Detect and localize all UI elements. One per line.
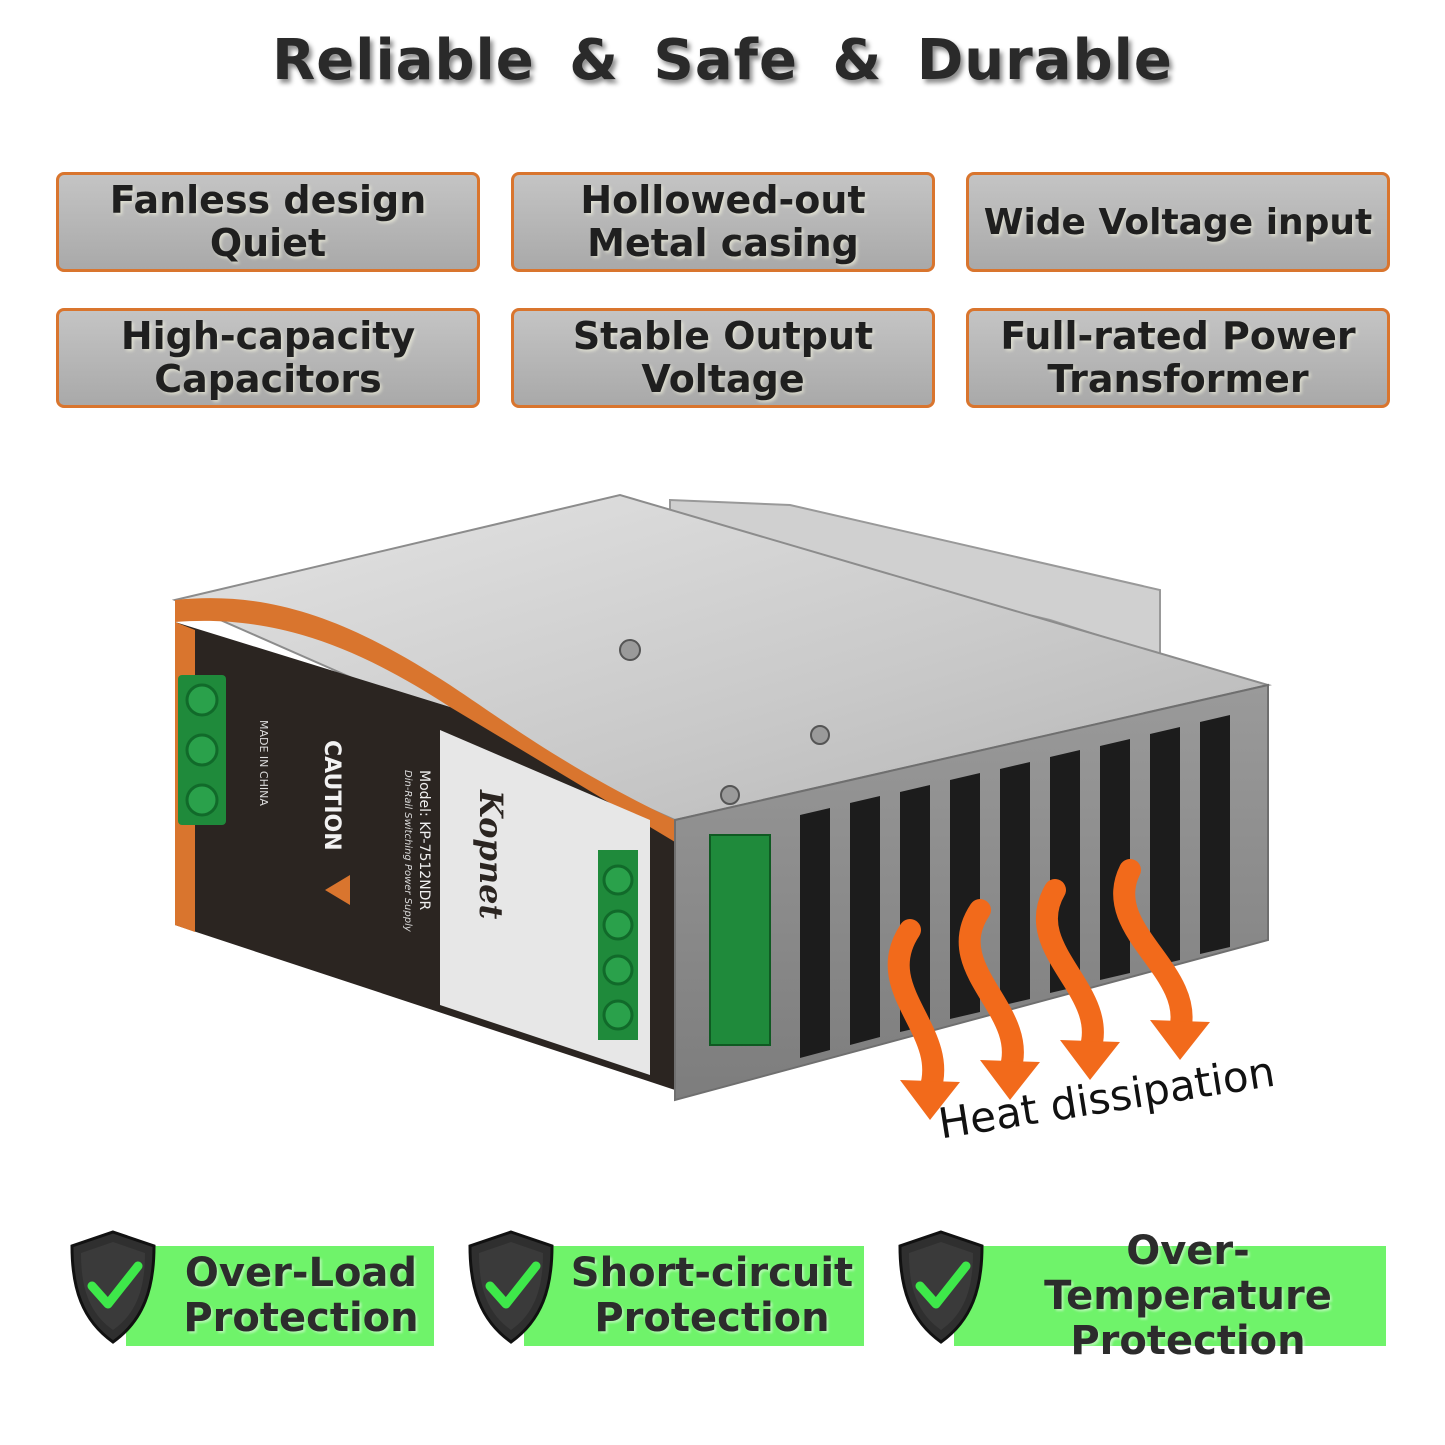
shield-check-icon <box>468 1230 554 1344</box>
protection-label: Over-Load Protection <box>183 1250 419 1341</box>
feature-label: Full-rated Power Transformer <box>1000 314 1356 401</box>
protection-background <box>524 1246 864 1346</box>
subtitle-text: Din-Rail Switching Power Supply <box>402 770 413 933</box>
feature-label: Hollowed-out Metal casing <box>580 178 866 265</box>
made-in-text: MADE IN CHINA <box>257 720 270 806</box>
brand-logo-text: Kopnet <box>472 789 510 919</box>
protection-label: Short-circuit Protection <box>570 1250 854 1341</box>
feature-stable-output: Stable Output Voltage <box>511 308 935 408</box>
feature-capacitors: High-capacity Capacitors <box>56 308 480 408</box>
protection-over-temperature: Over-Temperature Protection <box>894 1227 1388 1364</box>
feature-label: Stable Output Voltage <box>572 314 874 401</box>
protection-over-load: Over-Load Protection <box>66 1228 436 1348</box>
shield-check-icon <box>898 1230 984 1344</box>
feature-fanless: Fanless design Quiet <box>56 172 480 272</box>
feature-metal-casing: Hollowed-out Metal casing <box>511 172 935 272</box>
power-supply-illustration: Kopnet CAUTION Model: KP-7512NDR Din-Rai… <box>171 493 1272 1120</box>
feature-wide-voltage: Wide Voltage input <box>966 172 1390 272</box>
feature-label: Wide Voltage input <box>983 201 1373 243</box>
protection-background <box>954 1246 1386 1346</box>
model-text: Model: KP-7512NDR <box>416 770 432 910</box>
protection-short-circuit: Short-circuit Protection <box>464 1228 866 1348</box>
headline: Reliable & Safe & Durable <box>272 28 1173 93</box>
caution-text: CAUTION <box>319 740 344 851</box>
protection-label: Over-Temperature Protection <box>1044 1227 1332 1364</box>
shield-check-icon <box>70 1230 156 1344</box>
feature-label: Fanless design Quiet <box>109 178 427 265</box>
feature-transformer: Full-rated Power Transformer <box>966 308 1390 408</box>
feature-label: High-capacity Capacitors <box>120 314 416 401</box>
protection-background <box>126 1246 434 1346</box>
